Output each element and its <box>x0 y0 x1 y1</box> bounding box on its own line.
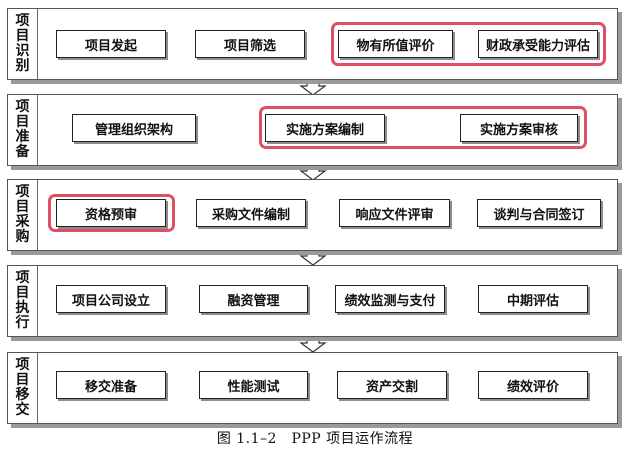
phase-label-char: 项 <box>15 270 30 286</box>
phase-label-char: 准 <box>15 129 30 145</box>
phase-label-char: 备 <box>15 144 30 160</box>
phase-label: 项 目 准 备 <box>8 95 38 165</box>
phase-label: 项 目 移 交 <box>8 353 38 423</box>
phase-label-char: 目 <box>15 199 30 215</box>
phase-label-char: 目 <box>15 285 30 301</box>
step-management-structure: 管理组织架构 <box>72 114 196 142</box>
step-implementation-plan-review: 实施方案审核 <box>460 114 578 142</box>
step-project-company-setup: 项目公司设立 <box>56 285 166 313</box>
phase-label-char: 目 <box>15 114 30 130</box>
phase-label-char: 采 <box>15 214 30 230</box>
step-response-document-review: 响应文件评审 <box>339 199 450 227</box>
step-fiscal-affordability-assessment: 财政承受能力评估 <box>478 30 598 58</box>
phase-label-char: 交 <box>15 402 30 418</box>
phase-label-char: 项 <box>15 13 30 29</box>
phase-label-char: 购 <box>15 229 30 245</box>
phase-down-arrow-4 <box>299 335 327 353</box>
phase-label: 项 目 识 别 <box>8 9 38 79</box>
phase-down-arrow-1 <box>299 78 327 96</box>
step-value-for-money-evaluation: 物有所值评价 <box>338 30 453 58</box>
phase-label-char: 项 <box>15 99 30 115</box>
step-project-screening: 项目筛选 <box>195 30 305 58</box>
phase-down-arrow-2 <box>299 163 327 181</box>
phase-label-char: 目 <box>15 28 30 44</box>
step-performance-monitoring-and-payment: 绩效监测与支付 <box>335 285 445 313</box>
step-procurement-document-drafting: 采购文件编制 <box>196 199 306 227</box>
step-performance-evaluation: 绩效评价 <box>478 371 588 399</box>
step-mid-term-evaluation: 中期评估 <box>478 285 588 313</box>
phase-label: 项 目 采 购 <box>8 180 38 250</box>
phase-label-char: 识 <box>15 43 30 59</box>
phase-down-arrow-3 <box>299 248 327 266</box>
step-project-initiation: 项目发起 <box>56 30 166 58</box>
phase-label-char: 行 <box>15 315 30 331</box>
phase-label-char: 执 <box>15 300 30 316</box>
flow-diagram: 项 目 识 别 项目发起 项目筛选 物有所值评价 财政承受能力评估 项 目 准 … <box>7 8 618 424</box>
step-performance-testing: 性能测试 <box>199 371 308 399</box>
step-negotiation-and-contract-signing: 谈判与合同签订 <box>477 199 601 227</box>
phase-label-char: 移 <box>15 387 30 403</box>
phase-label: 项 目 执 行 <box>8 266 38 336</box>
phase-label-char: 目 <box>15 372 30 388</box>
step-transfer-preparation: 移交准备 <box>56 371 166 399</box>
step-asset-handover: 资产交割 <box>337 371 447 399</box>
phase-label-char: 项 <box>15 184 30 200</box>
step-financing-management: 融资管理 <box>199 285 308 313</box>
figure-caption: 图 1.1–2 PPP 项目运作流程 <box>216 431 414 447</box>
phase-label-char: 别 <box>15 58 30 74</box>
phase-label-char: 项 <box>15 357 30 373</box>
step-implementation-plan-drafting: 实施方案编制 <box>265 114 385 142</box>
step-prequalification: 资格预审 <box>56 199 166 227</box>
